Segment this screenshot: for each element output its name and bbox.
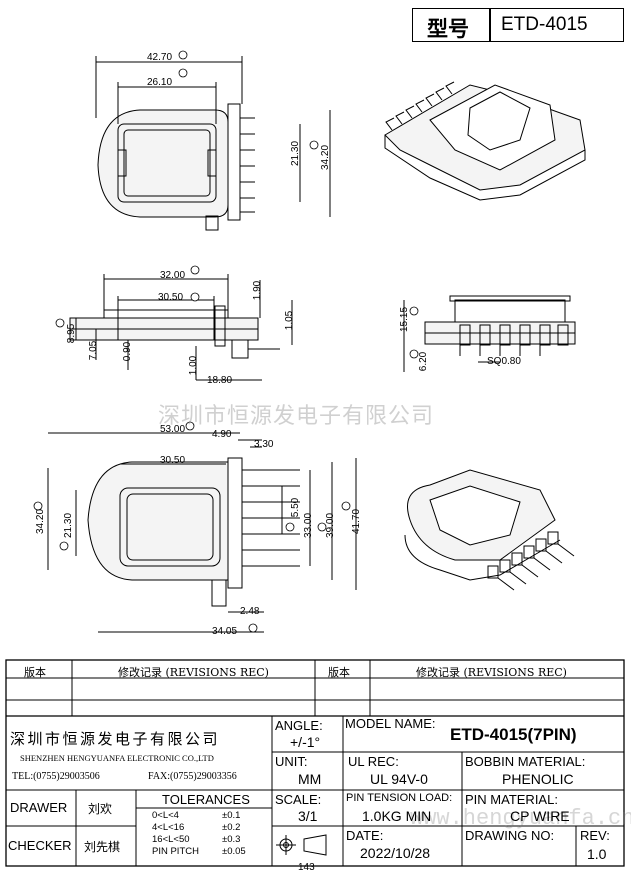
dim-bot-g: 5.50 — [290, 497, 302, 518]
checker-value: 刘先棋 — [84, 840, 121, 854]
dim-bot-d: 30.50 — [160, 455, 186, 466]
dim-mid-e: 32.00 — [160, 270, 186, 281]
checker-label: CHECKER — [8, 838, 72, 853]
rev-label: REV: — [580, 828, 610, 843]
dim-side-b: 6.20 — [418, 351, 430, 372]
rev-value: 1.0 — [587, 846, 607, 862]
company-name-cn: 深圳市恒源发电子有限公司 — [10, 730, 221, 748]
page-footer: 143 — [298, 862, 315, 873]
drawer-value: 刘欢 — [88, 802, 113, 816]
dim-mid-g: 1.90 — [252, 280, 264, 301]
dim-bot-h: 33.00 — [303, 512, 315, 539]
dim-bot-i: 39.00 — [325, 512, 337, 539]
bobbin-material-label: BOBBIN MATERIAL: — [465, 754, 586, 769]
ul-rec-value: UL 94V-0 — [370, 771, 428, 787]
drawing-no-label: DRAWING NO: — [465, 828, 555, 843]
dim-top-d: 34.20 — [320, 144, 332, 171]
angle-label: ANGLE: — [275, 718, 323, 733]
model-name-value: ETD-4015(7PIN) — [450, 725, 577, 744]
dim-top-b: 26.10 — [147, 77, 173, 88]
dim-mid-j: 7.05 — [88, 340, 100, 361]
dim-mid-i: 8.95 — [66, 323, 78, 344]
unit-label: UNIT: — [275, 754, 308, 769]
dim-bot-j: 41.70 — [351, 508, 363, 535]
tolerances-title: TOLERANCES — [162, 792, 250, 807]
drawer-label: DRAWER — [10, 800, 68, 815]
rev-col-3: 版本 — [328, 666, 350, 679]
dim-side-a: 15.15 — [399, 306, 411, 333]
dim-bot-c: 3.30 — [254, 439, 274, 450]
rev-col-4: 修改记录 (REVISIONS REC) — [416, 666, 567, 679]
tolerances-list: 0<L<4 ±0.1 4<L<16 ±0.2 16<L<50 ±0.3 PIN … — [152, 810, 270, 858]
dim-top-a: 42.70 — [147, 52, 173, 63]
pin-tension-label: PIN TENSION LOAD: — [346, 792, 453, 804]
dim-mid-f: 30.50 — [158, 292, 184, 303]
model-value: ETD-4015 — [501, 14, 588, 35]
dim-mid-h: 1.05 — [284, 310, 296, 331]
tolerance-row: 0<L<4 ±0.1 — [152, 810, 241, 821]
date-label: DATE: — [346, 828, 384, 843]
angle-value: +/-1° — [290, 734, 321, 750]
watermark: 深圳市恒源发电子有限公司 — [158, 404, 435, 429]
dim-mid-k: 0.90 — [122, 341, 134, 362]
scale-value: 3/1 — [298, 808, 318, 824]
company-fax: FAX:(0755)29003356 — [148, 771, 237, 782]
dim-bot-f: 21.30 — [63, 512, 75, 539]
dim-side-sq: SQ0.80 — [487, 356, 521, 367]
model-name-label: MODEL NAME: — [345, 716, 436, 731]
model-label: 型号 — [427, 17, 469, 41]
rev-col-1: 版本 — [24, 666, 46, 679]
model-box: 型号 ETD-4015 — [412, 8, 624, 42]
company-name-en: SHENZHEN HENGYUANFA ELECTRONIC CO.,LTD — [20, 753, 214, 763]
tolerance-row: 4<L<16 ±0.2 — [152, 822, 241, 833]
unit-value: MM — [298, 771, 322, 787]
rev-col-2: 修改记录 (REVISIONS REC) — [118, 666, 269, 679]
dim-mid-m: 18.80 — [207, 375, 233, 386]
scale-label: SCALE: — [275, 792, 322, 807]
company-tel: TEL:(0755)29003506 — [12, 771, 100, 782]
pin-material-value: CP WIRE — [510, 808, 570, 824]
bobbin-material-value: PHENOLIC — [502, 771, 574, 787]
dim-bot-e: 34.20 — [35, 508, 47, 535]
tolerance-row: PIN PITCH ±0.05 — [152, 846, 246, 857]
dim-bot-l: 34.05 — [212, 626, 238, 637]
dim-bot-k: 2.48 — [240, 606, 260, 617]
dim-bot-a: 53.00 — [160, 424, 186, 435]
dim-mid-l: 1.00 — [188, 355, 200, 376]
dim-top-c: 21.30 — [290, 140, 302, 167]
pin-tension-value: 1.0KG MIN — [362, 808, 432, 824]
watermark-url: www.hengyuanfa.cn — [410, 806, 631, 831]
dim-bot-b: 4.90 — [212, 429, 232, 440]
pin-material-label: PIN MATERIAL: — [465, 792, 558, 807]
ul-rec-label: UL REC: — [348, 754, 399, 769]
date-value: 2022/10/28 — [360, 845, 431, 861]
tolerance-row: 16<L<50 ±0.3 — [152, 834, 241, 845]
